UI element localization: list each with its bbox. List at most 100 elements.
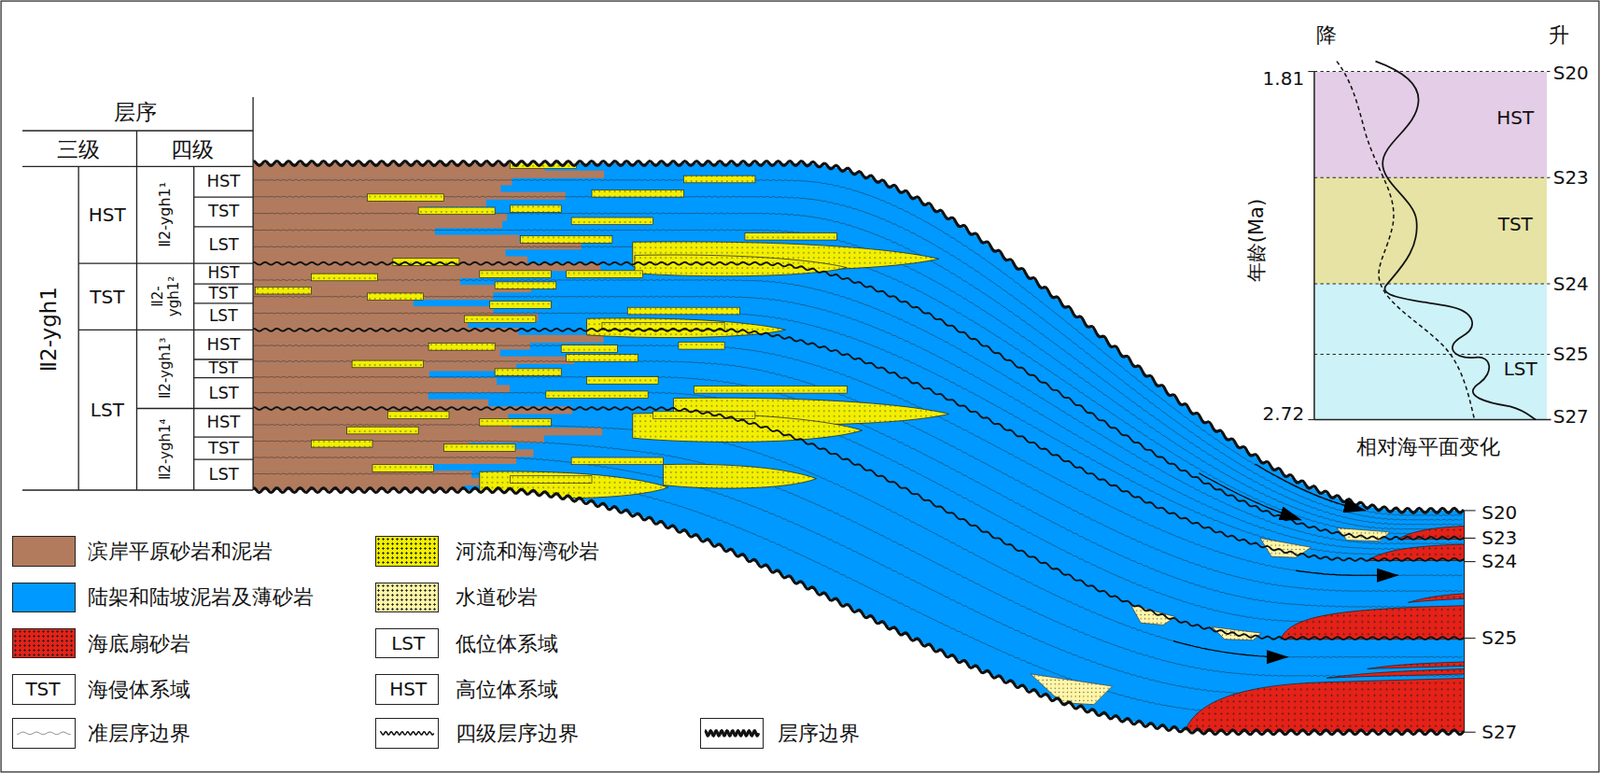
label-text: TST (89, 286, 125, 309)
label-text: S20 (1553, 62, 1589, 85)
coastal-plain-facies (252, 270, 517, 279)
table-line (22, 166, 253, 168)
label-text: 三级 (56, 137, 100, 162)
dashed-boundary (1314, 70, 1552, 72)
boundary-sample (704, 730, 759, 736)
channel-sandstone-bar (510, 205, 562, 213)
channel-sandstone-bar (254, 286, 311, 295)
parasequence-boundary (252, 440, 1462, 677)
base-line (1314, 419, 1552, 422)
label-text: HST (206, 412, 240, 433)
channel-sandstone-bar (463, 315, 536, 323)
parasequence-boundary (252, 473, 1462, 715)
channel-sandstone-bar (627, 307, 740, 315)
bay-sandstone-lens (663, 463, 817, 489)
facies-group (252, 161, 1470, 736)
coastal-plain-facies (252, 227, 436, 236)
sequence-boundary (252, 488, 1464, 735)
label-text: HST (206, 171, 240, 192)
label-text: 四级 (170, 137, 214, 162)
channel-sandstone-bar (479, 270, 552, 279)
legend-swatch (375, 535, 439, 567)
label-text: TST (208, 438, 239, 459)
slope-channel-sandstone (1130, 604, 1176, 626)
boundary-tick (1464, 537, 1476, 539)
legend-swatch (700, 717, 764, 749)
axis-tick (1307, 70, 1315, 72)
slope-channel-sandstone (1336, 527, 1390, 541)
label-text: Ⅱ2-ygh1 (37, 188, 61, 469)
table-line (22, 489, 253, 491)
parasequence-boundary (252, 360, 1462, 591)
channel-sandstone-bar (566, 354, 639, 363)
coastal-plain-facies (252, 235, 520, 243)
submarine-fan-sandstone (1407, 592, 1470, 603)
channel-sandstone-bar (519, 236, 612, 244)
channel-sandstone-bar (367, 194, 445, 202)
table-line (136, 407, 253, 409)
channel-sandstone-bar (494, 368, 562, 377)
downlap-arrow (1255, 463, 1366, 511)
table-lines (22, 97, 253, 491)
dashed-boundary (1314, 353, 1552, 355)
legend-text: 陆架和陆坡泥岩及薄砂岩 (87, 585, 314, 609)
label-text: TST (25, 678, 60, 701)
legend-text: 水道砂岩 (455, 585, 538, 609)
label-text: Ⅱ2-ygh1³ (157, 333, 174, 405)
label-text: HST (206, 335, 240, 355)
channel-sandstone-bar (372, 464, 435, 473)
boundary-tick (1464, 731, 1476, 733)
channel-sandstone-bar (494, 281, 557, 290)
parasequence-boundary (252, 344, 1462, 576)
channel-sandstone-bar (571, 457, 663, 465)
parasequence-boundary (252, 423, 1462, 658)
age-axis (1313, 71, 1316, 421)
downlap-arrow (1173, 641, 1288, 658)
channel-sandstone-bar (418, 207, 495, 215)
legend-text: 高位体系域 (455, 677, 559, 702)
label-text: S27 (1481, 721, 1517, 744)
parasequence-boundary (252, 312, 1462, 555)
section-drawing (252, 161, 1476, 736)
long-term-curve (1336, 61, 1475, 421)
coastal-plain-facies (252, 206, 424, 214)
coastal-plain-facies (252, 399, 489, 408)
label-text: 1.81 (1263, 68, 1306, 90)
label-text: Ⅱ2-ygh1¹ (156, 168, 174, 260)
axis-tick (1307, 419, 1315, 421)
table-line (136, 130, 138, 491)
label-text: S24 (1553, 273, 1589, 295)
legend-text: 滨岸平原砂岩和泥岩 (87, 539, 273, 563)
label-text: S25 (1481, 627, 1517, 649)
sequence-boundary (252, 407, 1464, 640)
table-line (194, 225, 253, 227)
channel-sandstone-bar (490, 301, 552, 309)
slope-channel-sandstone (1030, 673, 1112, 705)
table-line (78, 166, 80, 491)
tract-label: LST (1503, 358, 1538, 380)
table-line (193, 166, 195, 491)
line-sample (376, 718, 438, 748)
coastal-plain-facies (252, 470, 472, 478)
parasequence-boundary (252, 279, 1462, 544)
boundary-sample (16, 731, 71, 734)
downlap-arrow (1198, 473, 1301, 520)
legend-swatch (375, 582, 439, 614)
channel-sandstone-bar (678, 341, 725, 350)
downlap-arrow (1295, 570, 1398, 576)
coastal-plain-facies (252, 435, 545, 443)
line-sample (701, 718, 763, 748)
channel-sandstone-bar (744, 232, 837, 240)
legend-text: 海底扇砂岩 (87, 631, 191, 656)
channel-sandstone-bar (571, 217, 653, 225)
boundary-sample (379, 731, 435, 735)
coastal-plain-facies (252, 220, 503, 228)
channel-sandstone-bar (546, 391, 648, 399)
label-text: 年龄(Ma) (1246, 169, 1268, 310)
submarine-fan-sandstone (1367, 661, 1470, 670)
parasequence-boundary (252, 212, 1462, 525)
channel-sandstone-bar (693, 385, 847, 393)
